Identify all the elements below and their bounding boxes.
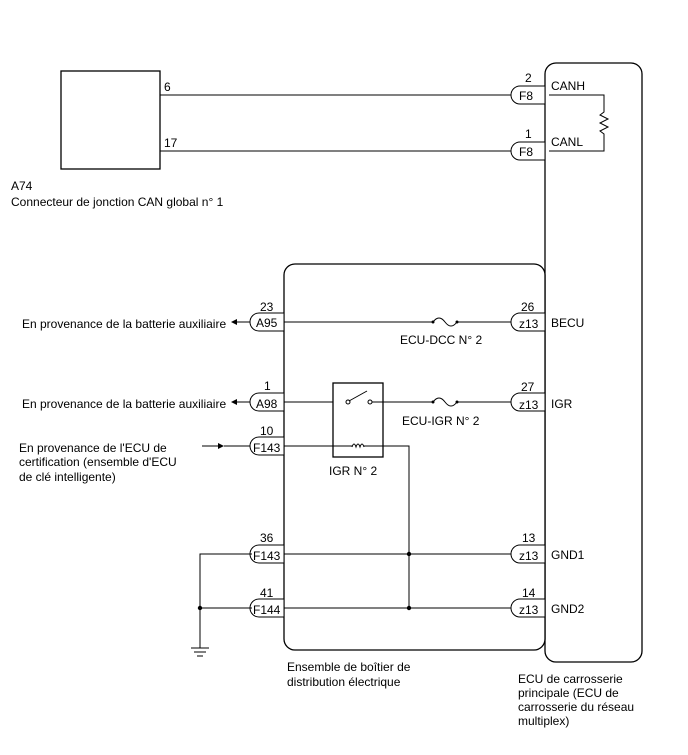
- f144-41-pin-number: 41: [260, 586, 274, 600]
- fuse-ecu-igr-label: ECU-IGR N° 2: [402, 414, 480, 428]
- junction-label-2: distribution électrique: [287, 675, 401, 689]
- f143-36-pin-number: 36: [260, 531, 274, 545]
- canl-connector-pin: [510, 141, 546, 161]
- a74-pin-canh: 6: [164, 80, 171, 94]
- main-body-ecu-box: [544, 62, 643, 663]
- canh-pin-number: 2: [525, 71, 532, 85]
- canl-connector-code: F8: [519, 145, 533, 159]
- fuse-ecu-dcc-2: [432, 317, 458, 327]
- gnd1-signal: GND1: [551, 548, 585, 562]
- fuse-ecu-dcc-label: ECU-DCC N° 2: [400, 333, 482, 347]
- igr-signal: IGR: [551, 397, 573, 411]
- a74-connector-box: [60, 70, 161, 170]
- relay-coil-icon: [351, 443, 365, 449]
- arrow-battery-1: [231, 319, 237, 325]
- f143-10-pin-number: 10: [260, 424, 274, 438]
- becu-connector-code: z13: [519, 317, 539, 331]
- gnd1-connector-pin: [510, 544, 546, 564]
- source-battery-2: En provenance de la batterie auxiliaire: [22, 397, 226, 411]
- a98-connector-code: A98: [256, 397, 278, 411]
- becu-signal: BECU: [551, 316, 584, 330]
- source-certif-1: En provenance de l'ECU de: [19, 441, 167, 455]
- arrow-battery-2: [231, 399, 237, 405]
- igr-connector-code: z13: [519, 398, 539, 412]
- source-battery-1: En provenance de la batterie auxiliaire: [22, 317, 226, 331]
- igr-pin-number: 27: [521, 380, 535, 394]
- gnd2-pin-number: 14: [522, 586, 536, 600]
- a95-pin-number: 23: [260, 300, 274, 314]
- junction-dot-ground: [197, 605, 203, 611]
- canh-connector-code: F8: [519, 89, 533, 103]
- junction-dot-gnd1: [406, 551, 412, 557]
- relay-igr-2-box: [332, 382, 384, 458]
- ecu-label-3: carrosserie du réseau: [518, 700, 634, 714]
- junction-dot-gnd2: [406, 605, 412, 611]
- f144-41-connector-pin: [249, 598, 285, 618]
- gnd2-signal: GND2: [551, 602, 585, 616]
- junction-label-1: Ensemble de boîtier de: [287, 660, 411, 674]
- a98-pin-number: 1: [264, 379, 271, 393]
- becu-pin-number: 26: [521, 300, 535, 314]
- canl-pin-number: 1: [525, 127, 532, 141]
- becu-connector-pin: [510, 312, 546, 332]
- source-certif-3: de clé intelligente): [19, 470, 116, 484]
- a98-connector-pin: [249, 392, 285, 412]
- ecu-label-2: principale (ECU de: [518, 686, 619, 700]
- canh-signal: CANH: [551, 79, 585, 93]
- canh-connector-pin: [510, 85, 546, 105]
- igr-connector-pin: [510, 392, 546, 412]
- a74-pin-canl: 17: [164, 136, 178, 150]
- canl-signal: CANL: [551, 135, 583, 149]
- f143-10-connector-code: F143: [253, 441, 281, 455]
- ecu-label-1: ECU de carrosserie: [518, 672, 623, 686]
- a74-name: Connecteur de jonction CAN global n° 1: [11, 195, 224, 209]
- f143-36-connector-code: F143: [253, 549, 281, 563]
- gnd2-connector-code: z13: [519, 603, 539, 617]
- relay-switch-contact: [348, 390, 368, 402]
- a95-connector-pin: [249, 312, 285, 332]
- gnd1-connector-code: z13: [519, 549, 539, 563]
- gnd1-pin-number: 13: [522, 531, 536, 545]
- f143-10-connector-pin: [249, 436, 285, 456]
- a95-connector-code: A95: [256, 316, 278, 330]
- source-certif-2: certification (ensemble d'ECU: [19, 455, 177, 469]
- gnd2-connector-pin: [510, 598, 546, 618]
- can-termination-resistor: [549, 94, 610, 152]
- ground-wire-gnd1: [199, 553, 252, 648]
- ecu-label-4: multiplex): [518, 714, 569, 728]
- f143-36-connector-pin: [249, 544, 285, 564]
- a74-code: A74: [11, 179, 33, 193]
- arrow-certif: [218, 443, 224, 449]
- relay-label: IGR N° 2: [329, 464, 377, 478]
- fuse-ecu-igr-2: [432, 397, 458, 407]
- f144-41-connector-code: F144: [253, 603, 281, 617]
